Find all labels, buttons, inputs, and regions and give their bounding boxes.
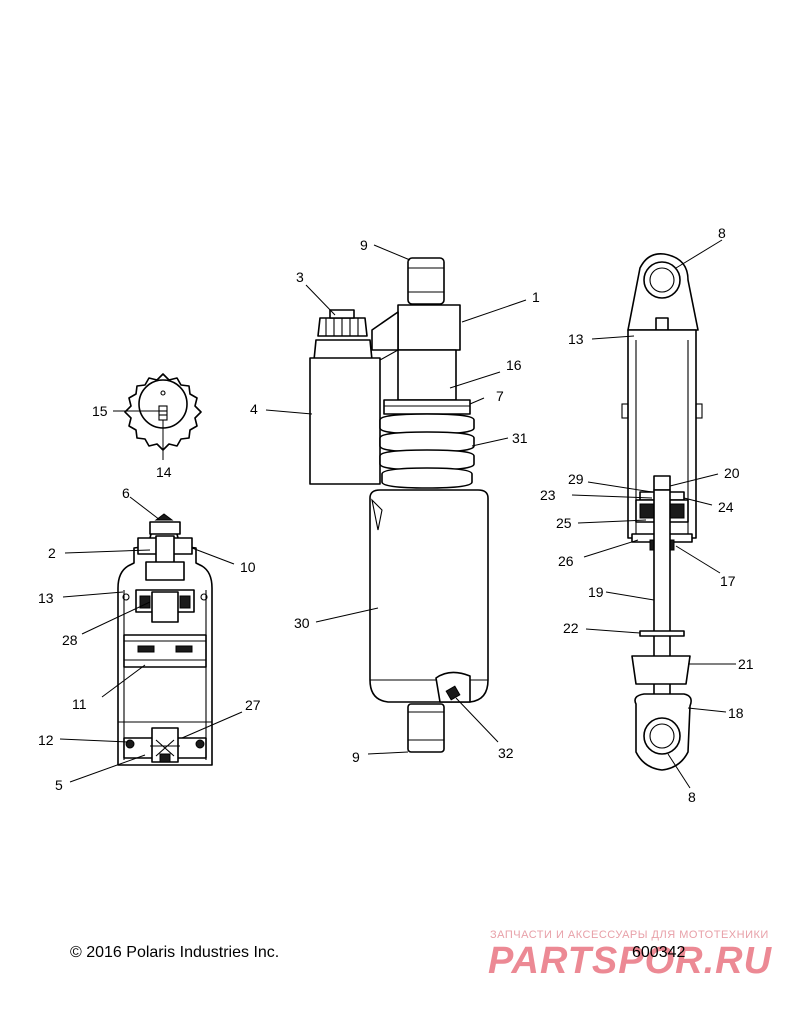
callout-17: 17 <box>720 573 736 589</box>
right-shock-cross-section <box>621 252 703 771</box>
callout-15: 15 <box>92 403 108 419</box>
callout-31: 31 <box>512 430 528 446</box>
callout-21: 21 <box>738 656 754 672</box>
callout-13-left: 13 <box>38 590 54 606</box>
callout-8-bottom: 8 <box>688 789 696 805</box>
callout-6: 6 <box>122 485 130 501</box>
callout-9-top: 9 <box>360 237 368 253</box>
callout-28: 28 <box>62 632 78 648</box>
callout-30: 30 <box>294 615 310 631</box>
callout-1: 1 <box>532 289 540 305</box>
callout-2: 2 <box>48 545 56 561</box>
callout-29: 29 <box>568 471 584 487</box>
callout-23: 23 <box>540 487 556 503</box>
callout-9-bottom: 9 <box>352 749 360 765</box>
callout-26: 26 <box>558 553 574 569</box>
callout-25: 25 <box>556 515 572 531</box>
watermark-tagline: ЗАПЧАСТИ И АКСЕССУАРЫ ДЛЯ МОТОТЕХНИКИ <box>490 929 769 941</box>
callout-14: 14 <box>156 464 172 480</box>
center-shock-assembly <box>309 257 489 753</box>
callout-10: 10 <box>240 559 256 575</box>
callout-8-top: 8 <box>718 225 726 241</box>
callout-11: 11 <box>72 696 87 712</box>
callout-13-right: 13 <box>568 331 584 347</box>
callout-24: 24 <box>718 499 734 515</box>
copyright-text: © 2016 Polaris Industries Inc. <box>70 944 280 961</box>
adjuster-knob <box>124 373 202 451</box>
callout-20: 20 <box>724 465 740 481</box>
callout-22: 22 <box>563 620 579 636</box>
reservoir-cross-section <box>117 513 213 766</box>
callout-7: 7 <box>496 388 504 404</box>
callout-18: 18 <box>728 705 744 721</box>
callout-16: 16 <box>506 357 522 373</box>
callout-27: 27 <box>245 697 261 713</box>
callout-12: 12 <box>38 732 54 748</box>
callout-3: 3 <box>296 269 304 285</box>
watermark-logo: PARTSPOR.RU <box>488 940 773 982</box>
callout-5: 5 <box>55 777 63 793</box>
drawing-number: 600342 <box>632 944 686 961</box>
callout-32: 32 <box>498 745 514 761</box>
callout-4: 4 <box>250 401 258 417</box>
callout-19: 19 <box>588 584 604 600</box>
